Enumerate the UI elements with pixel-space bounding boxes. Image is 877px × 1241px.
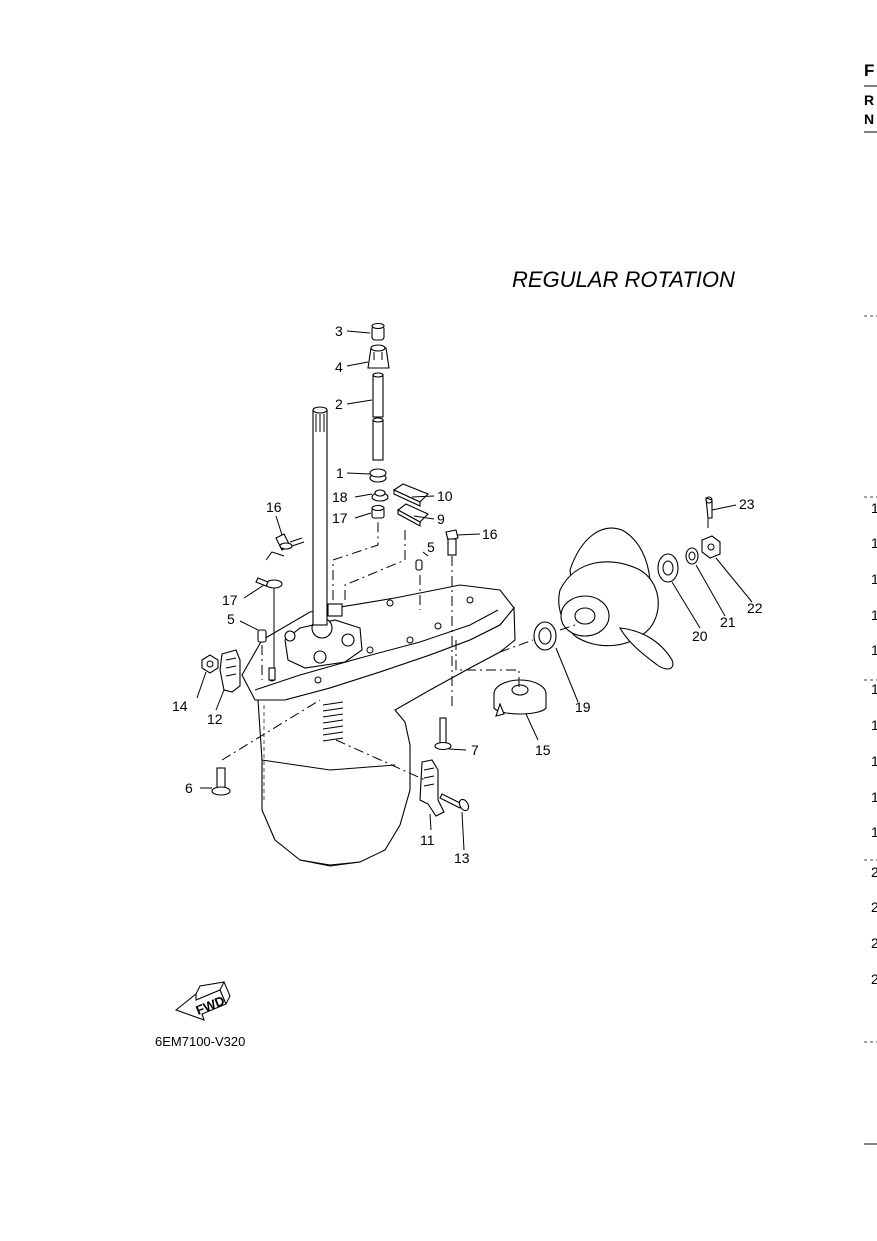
hardware-drawing <box>201 529 470 817</box>
callout-5-left: 5 <box>227 611 235 627</box>
callout-13: 14 <box>172 698 188 714</box>
edge-row-mark: 1 <box>871 607 877 623</box>
callout-2: 2 <box>335 396 343 412</box>
callout-7: 7 <box>471 742 479 758</box>
water-tube-stack-drawing <box>367 322 429 527</box>
callout-9: 10 <box>437 488 453 504</box>
callout-21: 21 <box>720 614 736 630</box>
callout-19: 19 <box>575 699 591 715</box>
callout-5-right: 5 <box>427 539 435 555</box>
callout-22: 22 <box>747 600 763 616</box>
callout-15: 16 <box>482 526 498 542</box>
diagram-title: REGULAR ROTATION <box>512 267 735 292</box>
edge-row-mark: 1 <box>871 789 877 805</box>
callout-17: 17 <box>332 510 348 526</box>
callout-11: 12 <box>207 711 223 727</box>
edge-header-n: N <box>864 111 874 127</box>
edge-header-f: F <box>864 61 874 80</box>
callout-16-upper: 16 <box>266 499 282 515</box>
propeller-drawing <box>493 496 721 717</box>
edge-row-mark: 1 <box>871 717 877 733</box>
edge-row-mark: 1 <box>871 535 877 551</box>
callout-16-lower: 17 <box>222 592 238 608</box>
edge-row-mark: 1 <box>871 500 877 516</box>
callout-20: 20 <box>692 628 708 644</box>
callout-18: 18 <box>332 489 348 505</box>
callout-1: 1 <box>336 465 344 481</box>
callout-6: 6 <box>185 780 193 796</box>
callout-10: 11 <box>420 832 435 848</box>
fwd-label: FWD <box>194 993 227 1018</box>
assembly-lines <box>221 518 709 781</box>
edge-row-mark: 1 <box>871 824 877 840</box>
callout-8: 9 <box>437 511 445 527</box>
edge-row-mark: 1 <box>871 753 877 769</box>
callout-numbers: 3 4 2 1 18 17 10 9 16 5 16 17 5 14 12 6 … <box>172 323 763 866</box>
fwd-arrow-icon: FWD <box>174 980 231 1021</box>
edge-row-mark: 2 <box>871 935 877 951</box>
callout-4: 4 <box>335 359 343 375</box>
edge-row-mark: 1 <box>871 642 877 658</box>
leader-lines <box>196 330 753 851</box>
callout-23: 23 <box>739 496 755 512</box>
edge-row-mark: 2 <box>871 899 877 915</box>
drive-shaft-drawing <box>312 406 328 626</box>
edge-row-mark: 2 <box>871 971 877 987</box>
callout-12: 13 <box>454 850 470 866</box>
edge-row-mark: 1 <box>871 681 877 697</box>
edge-row-mark: 1 <box>871 571 877 587</box>
edge-header-r: R <box>864 92 874 108</box>
drawing-code: 6EM7100-V320 <box>155 1034 245 1049</box>
callout-14: 15 <box>535 742 551 758</box>
edge-row-mark: 2 <box>871 864 877 880</box>
lower-casing-drawing <box>241 584 516 867</box>
callout-3: 3 <box>335 323 343 339</box>
right-edge-column: F R N 1 1 1 1 1 1 1 1 1 1 2 2 2 2 <box>864 61 877 1145</box>
